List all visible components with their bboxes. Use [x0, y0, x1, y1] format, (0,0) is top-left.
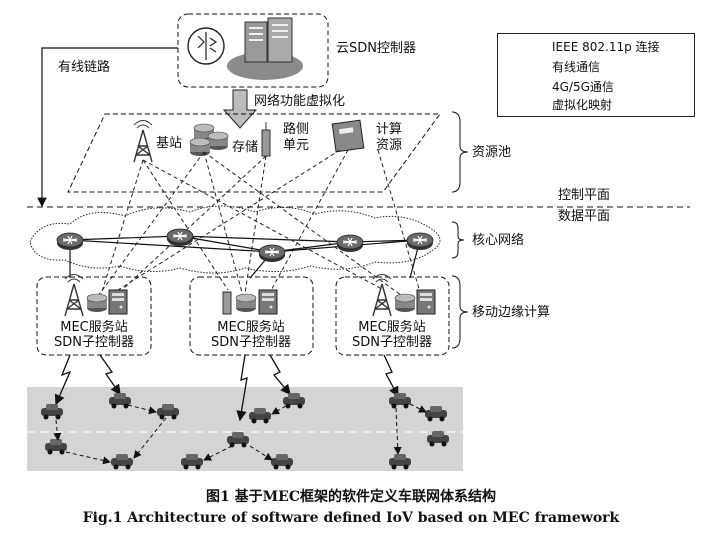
mec-node-box: [36, 276, 152, 356]
data-plane-label: 数据平面: [558, 209, 611, 224]
mec-node-line2: SDN子控制器: [352, 335, 432, 350]
mec-brace: [451, 275, 469, 349]
core-network-label: 核心网络: [472, 233, 525, 248]
rsu-icon: [261, 122, 271, 157]
nfv-label: 网络功能虚拟化: [254, 94, 346, 109]
mec-node-box: [335, 276, 450, 356]
cloud-controller-box: [177, 13, 329, 88]
rsu-label-line2: 单元: [283, 138, 310, 153]
legend-label: 有线通信: [552, 60, 601, 74]
legend-label: IEEE 802.11p 连接: [552, 40, 660, 54]
storage-icon: [235, 293, 257, 313]
base-station-icon: [133, 119, 153, 163]
legend-label: 虚拟化映射: [552, 98, 613, 112]
control-plane-label: 控制平面: [558, 188, 611, 203]
legend-label: 4G/5G通信: [552, 80, 614, 94]
cloud-server-icon: [227, 17, 303, 80]
server-icon: [258, 289, 278, 315]
wired-link-label: 有线链路: [58, 60, 111, 75]
compute-icon: [331, 119, 365, 153]
server-icon: [108, 289, 128, 315]
legend-box: IEEE 802.11p 连接 有线通信 4G/5G通信 虚拟化映射: [497, 33, 695, 117]
rsu-label-line1: 路侧: [283, 122, 310, 137]
router-icon: [406, 232, 434, 251]
mec-node-line2: SDN子控制器: [54, 335, 134, 350]
wired-link-line: [37, 47, 178, 208]
nfv-arrow: [222, 89, 258, 129]
server-icon: [416, 289, 436, 315]
mec-node-line1: MEC服务站: [358, 320, 426, 335]
mec-label: 移动边缘计算: [472, 305, 551, 320]
core-network-cloud: [29, 205, 441, 274]
v2v-links: [53, 403, 427, 465]
base-station-icon: [64, 273, 84, 317]
virtualization-mappings: [97, 149, 421, 301]
storage-icon: [86, 293, 108, 313]
mec-node-line1: MEC服务站: [217, 320, 285, 335]
mec-node-line1: MEC服务站: [60, 320, 128, 335]
rsu-icon: [222, 291, 232, 315]
compute-label-line2: 资源: [376, 138, 403, 153]
storage-icon: [189, 123, 229, 157]
mec-node-label: MEC服务站 SDN子控制器: [332, 320, 452, 350]
router-icon: [336, 234, 364, 253]
compute-label-line1: 计算: [376, 122, 403, 137]
figure-caption-cn: 图1 基于MEC框架的软件定义车联网体系结构: [206, 489, 496, 505]
cellular-links: [54, 354, 399, 422]
mec-node-box: [189, 276, 314, 356]
cloud-controller-label: 云SDN控制器: [336, 41, 416, 56]
router-icon: [166, 228, 194, 247]
mec-node-line2: SDN子控制器: [211, 335, 291, 350]
storage-label: 存储: [232, 140, 259, 155]
storage-icon: [394, 293, 416, 313]
core-network-brace: [451, 221, 465, 259]
resource-pool-brace: [451, 111, 469, 193]
base-station-label: 基站: [156, 136, 183, 151]
resource-pool-label: 资源池: [472, 145, 512, 160]
router-icon: [258, 244, 286, 263]
router-icon: [56, 232, 84, 251]
mec-node-label: MEC服务站 SDN子控制器: [34, 320, 154, 350]
figure-caption-en: Fig.1 Architecture of software defined I…: [82, 510, 620, 526]
brain-icon: [187, 27, 225, 65]
mec-node-label: MEC服务站 SDN子控制器: [191, 320, 311, 350]
